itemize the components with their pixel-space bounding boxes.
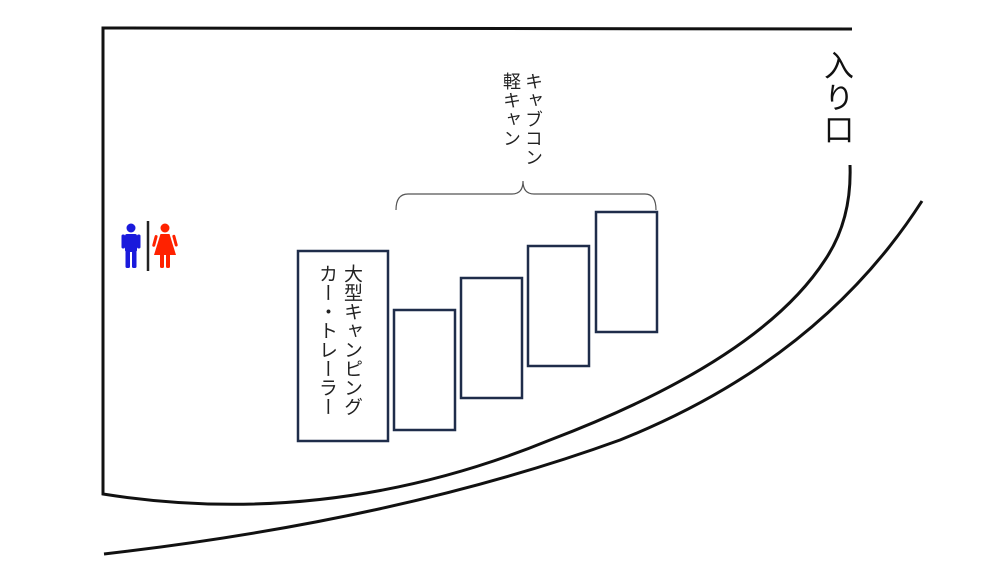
cabcon-label-line1: キャブコン <box>522 72 543 167</box>
cabcon-slot <box>526 244 591 368</box>
large-slot-label-line1: 大型キャンピング <box>341 264 363 416</box>
female-restroom-icon <box>152 223 178 268</box>
restroom-icon <box>121 221 178 271</box>
cabcon-label-line2: 軽キャン <box>500 72 521 148</box>
cabcon-bracket <box>395 180 657 211</box>
male-restroom-icon <box>121 223 141 268</box>
large-slot-label-line2: カー・トレーラー <box>316 264 338 416</box>
entrance-label: 入り口 <box>818 50 853 146</box>
large-vehicle-slot <box>296 249 390 443</box>
road-outer-edge <box>103 200 924 556</box>
cabcon-slot <box>459 276 524 400</box>
cabcon-slot <box>392 308 457 432</box>
lot-boundary <box>101 26 853 506</box>
cabcon-slot <box>594 210 659 334</box>
